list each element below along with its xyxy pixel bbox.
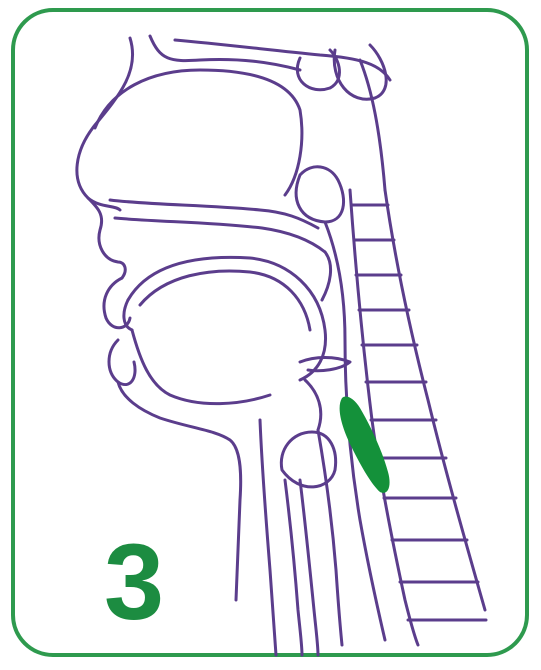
hard-palate bbox=[115, 218, 325, 252]
skull-base-back bbox=[360, 60, 385, 190]
sinus-lobe-2 bbox=[334, 45, 386, 99]
vallecula bbox=[305, 380, 321, 430]
neck-skin-line bbox=[260, 420, 276, 655]
step-number: 3 bbox=[104, 528, 164, 636]
forehead-line bbox=[77, 38, 133, 210]
epiglottis bbox=[300, 358, 350, 371]
lower-lip bbox=[109, 340, 135, 385]
nasal-cavity-upper bbox=[95, 70, 302, 195]
tongue-inner-line bbox=[140, 271, 310, 330]
larynx-lobe bbox=[281, 432, 335, 487]
teeth-lower bbox=[124, 300, 132, 330]
spine-posterior-edge bbox=[385, 190, 485, 610]
esophagus-front-wall bbox=[318, 430, 342, 645]
trachea-inner-wall bbox=[300, 480, 318, 655]
trachea-front-wall bbox=[285, 480, 302, 655]
adenoid-lobe bbox=[296, 167, 343, 222]
skull-inner-line bbox=[150, 36, 300, 70]
soft-palate bbox=[322, 252, 331, 300]
tongue-outline bbox=[128, 257, 326, 380]
mouth-floor bbox=[132, 330, 270, 404]
swallowed-bolus-mark bbox=[340, 396, 390, 492]
